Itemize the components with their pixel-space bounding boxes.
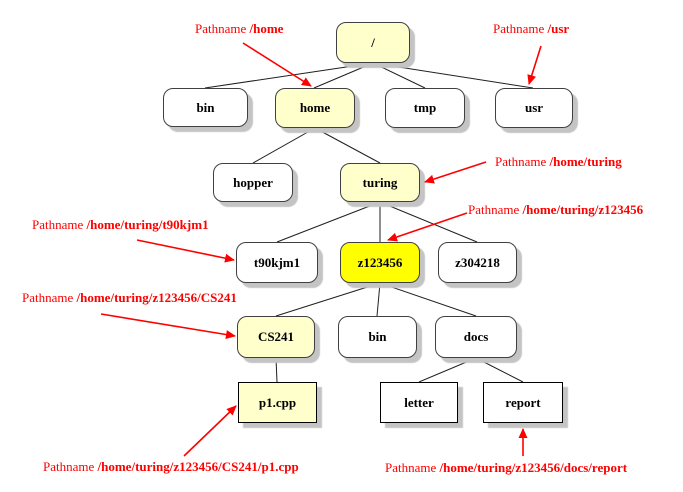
tree-node-home: home <box>275 88 355 128</box>
edge-cs241-p1cpp <box>275 357 278 383</box>
annotation-pathname-usr: Pathname /usr <box>493 21 569 36</box>
edge-z123456-docs <box>379 282 477 317</box>
node-label: bin <box>368 329 387 344</box>
edge-turing-t90kjm1 <box>276 201 381 243</box>
tree-node-usr: usr <box>495 88 573 128</box>
annotation-prefix: Pathname <box>195 21 250 36</box>
node-label: bin <box>196 99 215 115</box>
tree-node-report: report <box>483 382 563 423</box>
edge-z123456-bin <box>376 282 381 317</box>
tree-node-turing: turing <box>340 163 420 202</box>
annotation-prefix: Pathname <box>385 460 440 475</box>
node-label: hopper <box>233 174 273 190</box>
tree-node-hopper: hopper <box>213 163 293 202</box>
tree-node-cs241: CS241 <box>237 316 315 358</box>
node-label: t90kjm1 <box>253 254 301 270</box>
node-label: p1.cpp <box>258 394 297 410</box>
annotation-path: /home/turing <box>549 154 622 169</box>
node-label: docs <box>463 329 489 344</box>
annotation-pathname-t90kjm1: Pathname /home/turing/t90kjm1 <box>32 217 209 232</box>
annotation-prefix: Pathname <box>43 459 98 474</box>
node-label: usr <box>524 100 544 115</box>
tree-node-z123456: z123456 <box>340 242 420 283</box>
tree-node-root: / <box>336 22 410 63</box>
annotation-prefix: Pathname <box>468 202 523 217</box>
annotation-path: /home/turing/z123456/CS241/p1.cpp <box>97 459 299 474</box>
annotation-pathname-cs241: Pathname /home/turing/z123456/CS241 <box>22 290 237 305</box>
node-label: z123456 <box>357 254 403 270</box>
node-label: report <box>505 394 541 410</box>
annotation-pathname-report: Pathname /home/turing/z123456/docs/repor… <box>385 460 627 475</box>
edge-z123456-cs241 <box>275 282 381 317</box>
annotation-path: /usr <box>547 21 570 36</box>
edge-docs-report <box>475 357 524 383</box>
annotation-path: /home <box>249 21 284 36</box>
annotation-prefix: Pathname <box>22 290 77 305</box>
tree-node-docs: docs <box>435 316 517 358</box>
annotation-path: /home/turing/t90kjm1 <box>86 217 209 232</box>
node-label: z304218 <box>455 254 500 270</box>
edge-root-home <box>313 62 374 89</box>
tree-node-letter: letter <box>380 382 458 423</box>
node-label: home <box>299 100 331 115</box>
tree-node-tmp: tmp <box>385 88 465 128</box>
annotation-path: /home/turing/z123456/CS241 <box>76 290 237 305</box>
tree-node-t90kjm1: t90kjm1 <box>236 242 318 283</box>
edge-home-turing <box>314 127 381 164</box>
annotation-pathname-p1cpp: Pathname /home/turing/z123456/CS241/p1.c… <box>43 459 299 474</box>
tree-node-z304218: z304218 <box>438 242 517 283</box>
annotation-pathname-turing: Pathname /home/turing <box>495 154 622 169</box>
annotation-prefix: Pathname <box>32 217 87 232</box>
tree-node-p1cpp: p1.cpp <box>238 382 317 423</box>
node-label: tmp <box>413 100 437 115</box>
node-label: turing <box>362 174 398 190</box>
edge-turing-z304218 <box>379 201 478 243</box>
edge-home-hopper <box>252 127 316 164</box>
tree-node-bin-2: bin <box>338 316 417 358</box>
edge-root-usr <box>372 62 534 89</box>
node-label: letter <box>404 394 434 410</box>
annotation-pathname-z123456: Pathname /home/turing/z123456 <box>468 202 643 217</box>
annotation-prefix: Pathname <box>495 154 550 169</box>
annotation-prefix: Pathname <box>493 21 548 36</box>
annotation-path: /home/turing/z123456/docs/report <box>439 460 628 475</box>
annotation-path: /home/turing/z123456 <box>522 202 644 217</box>
edge-root-tmp <box>372 62 426 89</box>
tree-node-bin: bin <box>163 88 248 127</box>
node-label: CS241 <box>257 329 295 344</box>
edge-docs-letter <box>418 357 477 383</box>
annotation-pathname-home: Pathname /home <box>195 21 283 36</box>
edge-root-bin <box>204 62 374 89</box>
node-label: / <box>371 34 375 50</box>
